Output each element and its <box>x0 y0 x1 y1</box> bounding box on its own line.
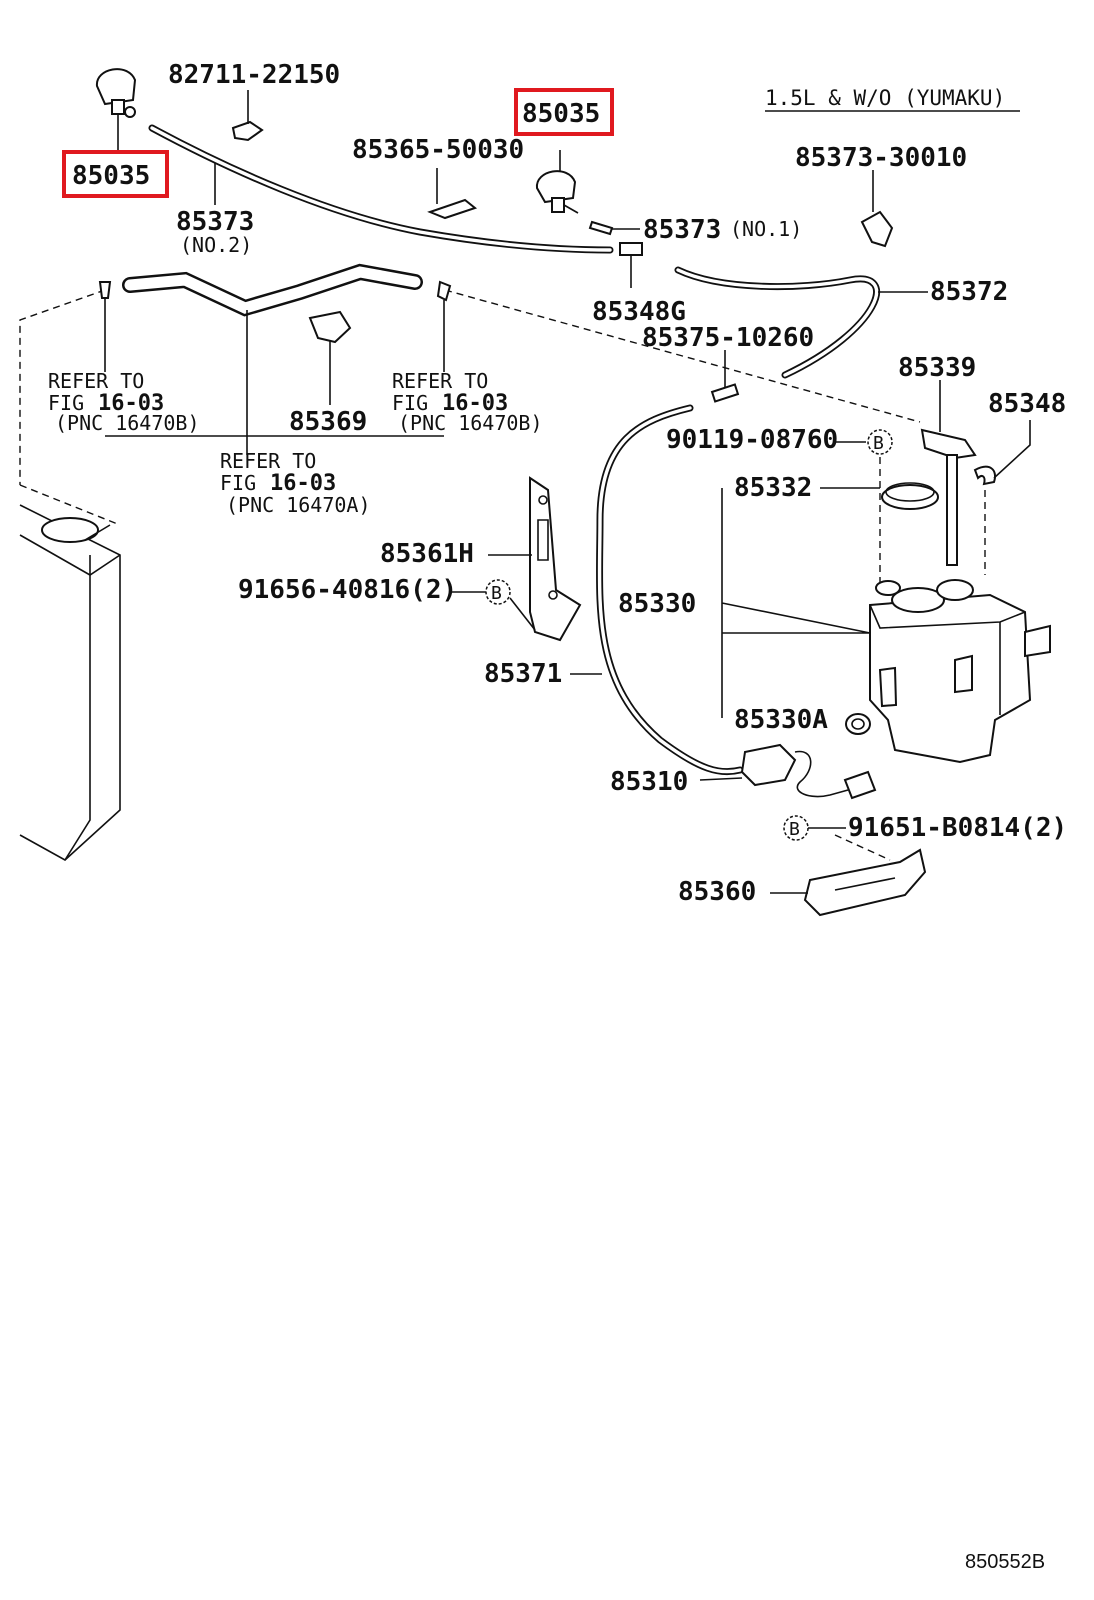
circle-b-90119 <box>867 429 893 455</box>
variant-note: 1.5L & W/O (YUMAKU) <box>765 86 1005 110</box>
refer-note-center: REFER TO FIG 16-03 (PNC 16470A) <box>220 449 371 517</box>
svg-text:REFER TO: REFER TO <box>220 449 316 473</box>
clip-right <box>436 280 452 302</box>
hose-refer-16470a <box>122 263 423 317</box>
joint-85375-10260 <box>710 350 740 403</box>
svg-text:16-03: 16-03 <box>98 391 164 416</box>
joint-85348g <box>619 242 643 288</box>
label-85375-10260: 85375-10260 <box>642 323 814 353</box>
svg-text:REFER TO: REFER TO <box>48 369 144 393</box>
label-85330a: 85330A <box>734 705 828 735</box>
refer-note-left: REFER TO FIG 16-03 (PNC 16470B) <box>48 369 200 435</box>
label-85360: 85360 <box>678 877 756 907</box>
guide-top-right <box>444 289 921 423</box>
highlight-85035-left <box>62 150 169 198</box>
hose-85373-no1 <box>588 220 614 236</box>
label-91656-40816: 91656-40816(2) <box>238 575 457 605</box>
bracket-85361h <box>529 476 582 642</box>
label-85348g: 85348G <box>592 297 686 327</box>
guide-left-upper <box>19 289 106 485</box>
label-82711-22150: 82711-22150 <box>168 60 340 90</box>
label-85035-left: 85035 <box>72 161 150 191</box>
svg-text:FIG: FIG <box>48 391 84 415</box>
strainer-85332 <box>881 482 939 510</box>
highlight-85035-right <box>514 88 614 136</box>
grommet-85330a <box>845 713 871 735</box>
clip-left <box>98 281 112 299</box>
clip-82711-22150 <box>231 90 264 142</box>
label-85035-right: 85035 <box>522 99 600 129</box>
guide-85360 <box>834 834 891 861</box>
label-85373-no2-sub: (NO.2) <box>180 233 252 257</box>
svg-text:(PNC 16470A): (PNC 16470A) <box>226 493 371 517</box>
pump-85310 <box>699 743 877 800</box>
circle-b-90119-letter: B <box>873 433 884 454</box>
nozzle-85035-right <box>535 150 579 214</box>
label-85373-no1: 85373 <box>643 215 721 245</box>
label-85365-50030: 85365-50030 <box>352 135 524 165</box>
svg-text:REFER TO: REFER TO <box>392 369 488 393</box>
label-85371: 85371 <box>484 659 562 689</box>
label-85332: 85332 <box>734 473 812 503</box>
clamp-85369 <box>308 310 352 405</box>
refer-bracket <box>105 310 444 455</box>
svg-text:FIG: FIG <box>392 391 428 415</box>
bracket-85360 <box>770 848 927 917</box>
hose-85372 <box>674 266 880 379</box>
label-85348: 85348 <box>988 389 1066 419</box>
refer-note-right: REFER TO FIG 16-03 (PNC 16470B) <box>392 369 543 435</box>
diagram-id: 850552B <box>965 1551 1045 1573</box>
bracket-85330-group <box>721 488 871 718</box>
guide-left-lower <box>19 484 121 526</box>
circle-b-91651-letter: B <box>789 819 800 840</box>
clip-85365-50030 <box>427 168 478 220</box>
hose-85348 <box>973 420 1031 486</box>
label-90119-08760: 90119-08760 <box>666 425 838 455</box>
hose-85371 <box>596 404 744 776</box>
nozzle-85035-left <box>95 68 137 152</box>
clip-85373-30010 <box>860 170 894 248</box>
svg-text:(PNC 16470B): (PNC 16470B) <box>398 411 543 435</box>
body-panel <box>19 504 121 861</box>
svg-text:16-03: 16-03 <box>442 391 508 416</box>
label-85373-30010: 85373-30010 <box>795 143 967 173</box>
washer-tank-85330 <box>869 579 1051 764</box>
label-85310: 85310 <box>610 767 688 797</box>
label-85339: 85339 <box>898 353 976 383</box>
label-85373-no2: 85373 <box>176 207 254 237</box>
svg-text:16-03: 16-03 <box>270 471 336 496</box>
label-85373-no1-sub: (NO.1) <box>730 217 802 241</box>
label-85372: 85372 <box>930 277 1008 307</box>
circle-b-91656 <box>485 579 511 605</box>
svg-text:(PNC 16470B): (PNC 16470B) <box>55 411 200 435</box>
hose-85373-no2 <box>148 124 614 254</box>
label-85361h: 85361H <box>380 539 474 569</box>
label-85330: 85330 <box>618 589 696 619</box>
filler-neck-85339 <box>920 380 977 566</box>
circle-b-91656-letter: B <box>491 583 502 604</box>
label-91651-b0814: 91651-B0814(2) <box>848 813 1067 843</box>
svg-text:FIG: FIG <box>220 471 256 495</box>
label-85369: 85369 <box>289 407 367 437</box>
